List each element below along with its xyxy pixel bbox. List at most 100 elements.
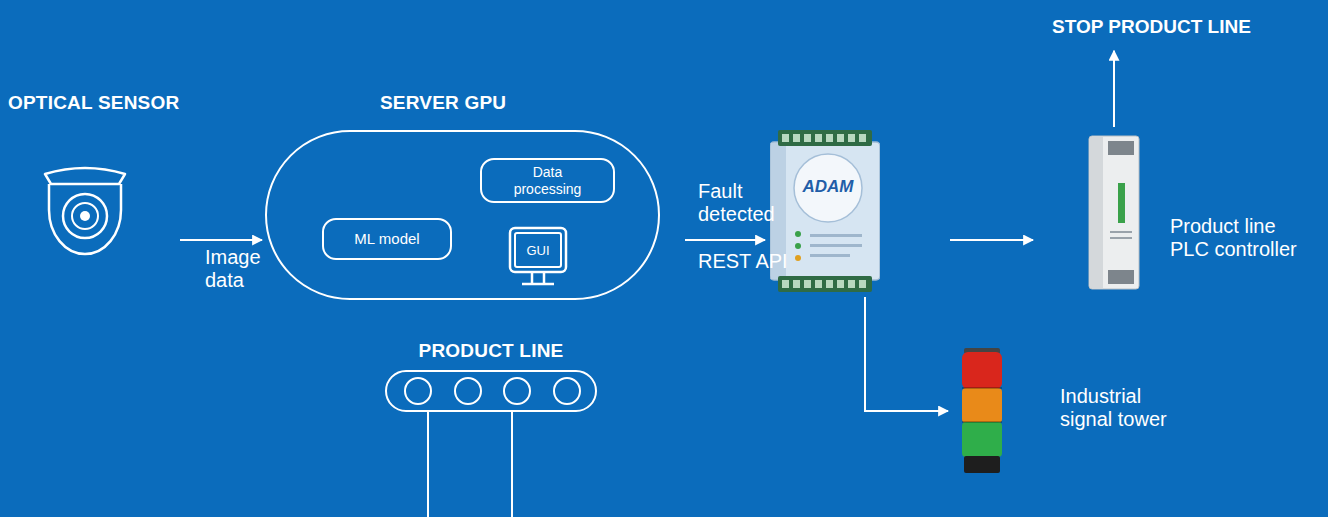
graphic-part	[522, 272, 554, 284]
graphic-part	[804, 134, 811, 142]
graphic-part	[504, 378, 530, 404]
node-heading-holder: PRODUCT LINE	[385, 340, 597, 363]
box-text: ML model	[354, 230, 419, 247]
graphic-part	[810, 234, 862, 237]
graphic-part	[778, 130, 872, 146]
graphic-part	[793, 280, 800, 288]
graphic-part	[837, 134, 844, 142]
graphic-part	[962, 352, 1002, 389]
graphic-part	[810, 244, 862, 247]
connector-arrow	[865, 297, 948, 411]
camera-icon	[35, 162, 135, 262]
graphic-part	[1110, 231, 1132, 233]
connector-arrow	[180, 239, 262, 241]
server-node: SERVER GPU Data processing ML modelGUI	[265, 92, 660, 300]
node-heading: PRODUCT LINE	[385, 340, 597, 363]
box-text: Data processing	[508, 164, 588, 196]
graphic-part	[826, 280, 833, 288]
camera-node: OPTICAL SENSOR	[8, 92, 183, 267]
free-label-holder: REST API	[698, 250, 788, 273]
graphic-part	[815, 134, 822, 142]
edge-label: Image data	[205, 246, 265, 292]
node-caption-holder: Industrial signal tower	[1060, 385, 1180, 431]
graphic-part	[63, 194, 107, 238]
screen-holder: GUI	[517, 235, 559, 265]
graphic-part	[405, 378, 431, 404]
plc-module	[1088, 135, 1140, 290]
connector-arrow	[1113, 51, 1115, 127]
graphic-part	[80, 211, 90, 221]
graphic-part	[964, 456, 1000, 473]
graphic-part	[782, 280, 789, 288]
module-logo: ADAM	[796, 177, 860, 197]
graphic-part	[793, 134, 800, 142]
graphic-part	[962, 421, 1002, 423]
camera-drawing	[35, 162, 135, 262]
plc-drawing	[1088, 135, 1140, 290]
tower-node: Industrial signal tower	[958, 345, 1198, 475]
graphic-part	[962, 422, 1002, 457]
product-line-leg	[511, 412, 513, 517]
graphic-part	[848, 280, 855, 288]
node-heading-holder: SERVER GPU	[380, 92, 506, 115]
connector-arrow	[685, 239, 765, 241]
graphic-part	[49, 184, 121, 254]
graphic-part	[515, 233, 561, 267]
graphic-part	[859, 280, 866, 288]
node-caption: Industrial signal tower	[1060, 385, 1180, 431]
edge-label: Fault detected	[698, 180, 782, 226]
signal-tower	[960, 348, 1004, 473]
graphic-part	[804, 280, 811, 288]
product-line-leg	[427, 412, 429, 517]
graphic-part	[554, 378, 580, 404]
node-heading: STOP PRODUCT LINE	[1052, 16, 1251, 39]
graphic-part	[859, 134, 866, 142]
graphic-part	[794, 154, 862, 222]
graphic-part	[1108, 141, 1134, 155]
module-logo-holder: ADAM	[796, 177, 860, 197]
graphic-part	[810, 254, 850, 257]
graphic-part	[1108, 270, 1134, 284]
monitor-icon	[508, 226, 568, 292]
edge-label-holder: Image data	[205, 246, 265, 292]
belt-node: PRODUCT LINE	[385, 340, 597, 420]
graphic-part	[962, 387, 1002, 389]
graphic-part	[455, 378, 481, 404]
graphic-part	[1118, 183, 1125, 223]
server-outline	[265, 130, 660, 300]
connector-arrow	[950, 239, 1033, 241]
graphic-part	[778, 276, 872, 292]
graphic-part	[962, 388, 1002, 423]
edge-label-holder: Fault detected	[698, 180, 782, 226]
graphic-part	[1110, 237, 1132, 239]
plc-node: Product line PLC controller	[1085, 135, 1325, 295]
graphic-part	[795, 243, 801, 249]
graphic-part	[795, 255, 801, 261]
signal-tower-drawing	[960, 348, 1004, 473]
graphic-part	[1089, 136, 1139, 289]
graphic-part	[815, 280, 822, 288]
graphic-part	[795, 231, 801, 237]
node-caption-holder: Product line PLC controller	[1170, 215, 1310, 261]
conveyor-rollers	[387, 372, 595, 410]
node-heading-holder: OPTICAL SENSOR	[8, 92, 179, 115]
graphic-part	[837, 280, 844, 288]
monitor-node: GUI	[508, 226, 568, 292]
graphic-part	[826, 134, 833, 142]
plain-node: STOP PRODUCT LINE	[1052, 16, 1251, 39]
graphic-part	[848, 134, 855, 142]
graphic-part	[45, 168, 125, 184]
node-heading: OPTICAL SENSOR	[8, 92, 179, 115]
conveyor-outline	[385, 370, 597, 412]
box-node: ML model	[322, 218, 452, 260]
graphic-part	[72, 203, 98, 229]
free-label: REST API	[698, 250, 788, 273]
graphic-part	[782, 134, 789, 142]
node-caption: Product line PLC controller	[1170, 215, 1310, 261]
graphic-part	[1090, 137, 1103, 288]
monitor-text: GUI	[526, 244, 549, 257]
graphic-part	[510, 228, 566, 272]
node-heading: SERVER GPU	[380, 92, 506, 115]
box-node: Data processing	[480, 158, 615, 203]
